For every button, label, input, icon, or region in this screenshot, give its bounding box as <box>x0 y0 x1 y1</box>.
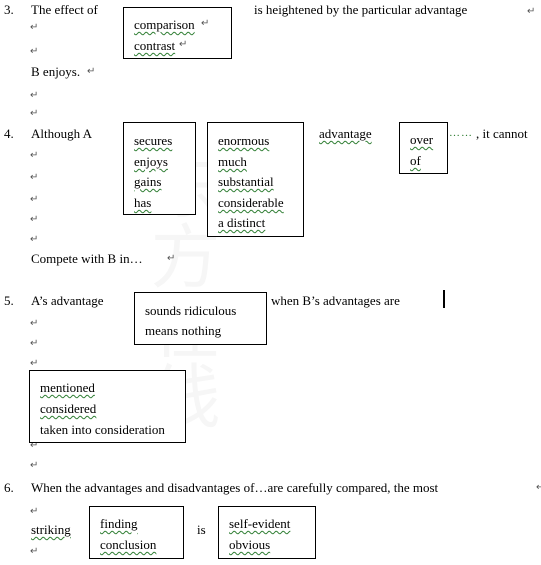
q6-option-conclusion[interactable]: conclusion <box>100 537 157 552</box>
q6-number: 6. <box>4 480 14 495</box>
q5-options-box-2: mentioned considered taken into consider… <box>29 370 186 443</box>
q4-option-of[interactable]: of <box>410 153 421 168</box>
paragraph-mark-icon: ↵ <box>30 338 39 349</box>
paragraph-mark-icon: ↵ <box>30 90 39 101</box>
q4-verbs-box: secures enjoys gains has <box>123 122 196 215</box>
q3-options-box: comparison↵ contrast↵ <box>123 7 232 59</box>
paragraph-mark-icon: ↵ <box>30 460 39 471</box>
paragraph-mark-icon: ↵ <box>30 234 39 245</box>
q4-adjectives-box: enormous much substantial considerable a… <box>207 122 304 237</box>
q5-sentence-end: when B’s advantages are <box>271 293 400 308</box>
q3-sentence-end: is heightened by the particular advantag… <box>254 2 468 17</box>
paragraph-mark-icon: ↵ <box>30 194 39 205</box>
q4-line-two: Compete with B in… <box>31 251 143 266</box>
paragraph-mark-icon: ↵ <box>87 66 96 77</box>
q4-option-has[interactable]: has <box>134 195 152 210</box>
paragraph-mark-icon: ↵ <box>30 214 39 225</box>
q4-dotted-leader: …… <box>449 127 473 139</box>
paragraph-mark-icon: ↵ <box>30 318 39 329</box>
paragraph-mark-icon: ↵ <box>30 108 39 119</box>
q5-options-box: sounds ridiculous means nothing <box>134 292 267 345</box>
paragraph-mark-icon: ↵ <box>30 506 39 517</box>
q6-options-box: finding conclusion <box>89 506 184 559</box>
paragraph-mark-icon: ↵ <box>30 46 39 57</box>
q3-sentence-start: The effect of <box>31 2 98 17</box>
q3-option-comparison[interactable]: comparison <box>134 17 195 32</box>
paragraph-mark-icon: ↵ <box>30 358 39 369</box>
q5-option-mentioned[interactable]: mentioned <box>40 380 95 395</box>
q6-options-box-2: self-evident obvious <box>218 506 316 559</box>
q4-word-advantage: advantage <box>319 126 372 141</box>
q4-preps-box: over of <box>399 122 448 174</box>
text-cursor <box>443 290 445 308</box>
q6-option-finding[interactable]: finding <box>100 516 138 531</box>
paragraph-mark-icon: ↵ <box>30 22 39 33</box>
q4-number: 4. <box>4 126 14 141</box>
q3-line-two: B enjoys. <box>31 64 81 79</box>
paragraph-mark-icon: ↵ <box>527 6 536 17</box>
paragraph-mark-icon: ↵ <box>179 39 188 50</box>
q4-option-over[interactable]: over <box>410 132 434 147</box>
q4-sentence-start: Although A <box>31 126 93 141</box>
paragraph-mark-icon: ↵ <box>30 150 39 161</box>
q3-number: 3. <box>4 2 14 17</box>
q5-option-taken-into-consideration[interactable]: taken into consideration <box>40 422 165 437</box>
paragraph-mark-icon: ↵ <box>30 440 39 451</box>
q4-option-much[interactable]: much <box>218 154 247 169</box>
q4-option-substantial[interactable]: substantial <box>218 174 274 189</box>
q5-option-considered[interactable]: considered <box>40 401 97 416</box>
q5-sentence-start: A’s advantage <box>31 293 104 308</box>
q5-number: 5. <box>4 293 14 308</box>
q4-option-gains[interactable]: gains <box>134 174 162 189</box>
paragraph-mark-icon: ↵ <box>167 253 176 264</box>
q4-option-considerable[interactable]: considerable <box>218 195 284 210</box>
q4-option-secures[interactable]: secures <box>134 133 173 148</box>
paragraph-mark-icon: ↵ <box>30 172 39 183</box>
q4-option-enormous[interactable]: enormous <box>218 133 270 148</box>
paragraph-mark-icon: ↵ <box>201 18 210 29</box>
q6-sentence: When the advantages and disadvantages of… <box>31 480 439 495</box>
q4-option-a-distinct[interactable]: a distinct <box>218 215 266 230</box>
q6-option-obvious[interactable]: obvious <box>229 537 271 552</box>
q4-sentence-end: , it cannot <box>476 126 528 141</box>
q6-option-self-evident[interactable]: self-evident <box>229 516 291 531</box>
q3-option-contrast[interactable]: contrast <box>134 38 176 53</box>
paragraph-mark-icon: ↵ <box>536 482 541 493</box>
q5-option-means-nothing[interactable]: means nothing <box>145 323 222 338</box>
q5-option-sounds-ridiculous[interactable]: sounds ridiculous <box>145 303 237 318</box>
paragraph-mark-icon: ↵ <box>30 546 39 557</box>
q4-option-enjoys[interactable]: enjoys <box>134 154 168 169</box>
q6-word-is: is <box>197 522 206 537</box>
q6-word-striking: striking <box>31 522 71 537</box>
